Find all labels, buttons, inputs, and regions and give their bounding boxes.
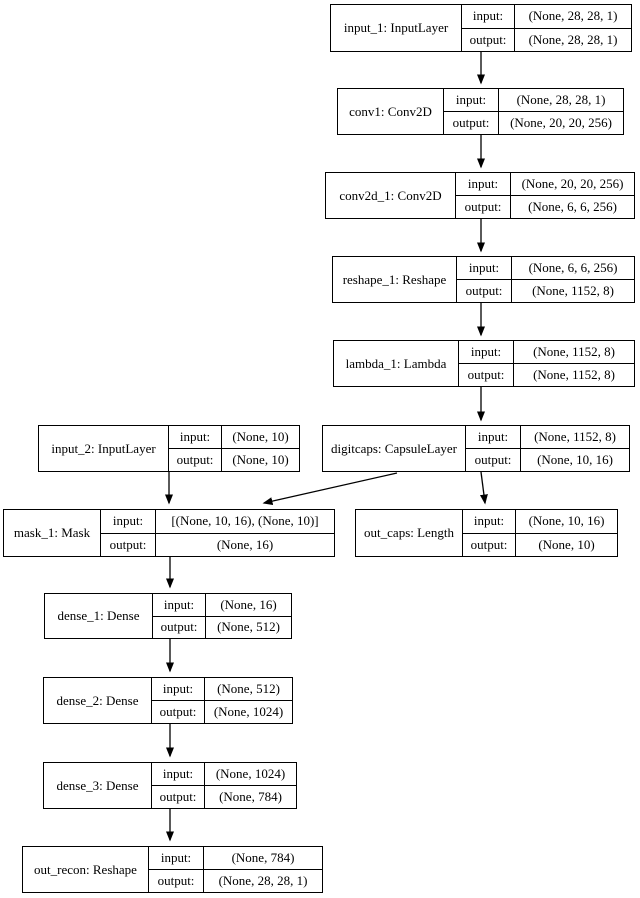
output-shape: (None, 10) [538, 536, 595, 552]
node-conv1: conv1: Conv2D input: output: (None, 28, … [337, 88, 624, 135]
output-label: output: [464, 199, 502, 214]
input-shape: (None, 1152, 8) [521, 426, 629, 449]
output-label: output: [467, 367, 505, 382]
node-input_1: input_1: InputLayer input: output: (None… [330, 4, 632, 52]
layer-name: mask_1: Mask [4, 510, 101, 556]
layer-name: lambda_1: Lambda [334, 341, 459, 386]
output-label: output: [157, 873, 195, 888]
node-conv2d_1: conv2d_1: Conv2D input: output: (None, 2… [325, 172, 635, 219]
output-label: output: [470, 536, 508, 552]
node-out_recon: out_recon: Reshape input: output: (None,… [22, 846, 323, 893]
layer-name: conv2d_1: Conv2D [326, 173, 456, 218]
output-shape: (None, 28, 28, 1) [528, 31, 618, 47]
input-shape: (None, 10, 16) [516, 510, 617, 534]
output-shape: (None, 1024) [213, 704, 284, 719]
input-label: input: [444, 89, 498, 112]
input-label: input: [152, 763, 204, 786]
layer-name: out_recon: Reshape [23, 847, 149, 892]
input-shape: (None, 16) [206, 594, 291, 617]
node-input_2: input_2: InputLayer input: output: (None… [38, 425, 300, 472]
input-label: input: [462, 5, 514, 29]
output-shape: (None, 784) [219, 789, 282, 804]
input-shape: [(None, 10, 16), (None, 10)] [156, 510, 334, 534]
input-shape: (None, 1024) [205, 763, 296, 786]
node-mask_1: mask_1: Mask input: output: [(None, 10, … [3, 509, 335, 557]
input-shape: (None, 28, 28, 1) [515, 5, 631, 29]
input-shape: (None, 512) [205, 678, 292, 701]
input-label: input: [457, 257, 511, 280]
input-label: input: [101, 510, 155, 534]
layer-name: input_2: InputLayer [39, 426, 169, 471]
input-label: input: [153, 594, 205, 617]
input-shape: (None, 784) [204, 847, 322, 870]
output-label: output: [469, 31, 507, 47]
layer-name: dense_1: Dense [45, 594, 153, 638]
output-label: output: [176, 452, 214, 467]
edge-digitcaps-out_caps [479, 471, 488, 505]
layer-name: conv1: Conv2D [338, 89, 444, 134]
input-shape: (None, 20, 20, 256) [511, 173, 634, 196]
layer-name: dense_2: Dense [44, 678, 152, 723]
input-shape: (None, 10) [222, 426, 299, 449]
input-label: input: [169, 426, 221, 449]
output-label: output: [452, 115, 490, 130]
input-shape: (None, 6, 6, 256) [512, 257, 634, 280]
output-shape: (None, 10) [232, 452, 289, 467]
output-shape: (None, 1152, 8) [532, 283, 614, 298]
node-digitcaps: digitcaps: CapsuleLayer input: output: (… [322, 425, 630, 472]
output-label: output: [159, 789, 197, 804]
output-label: output: [474, 452, 512, 467]
input-shape: (None, 28, 28, 1) [499, 89, 623, 112]
input-shape: (None, 1152, 8) [514, 341, 634, 364]
input-label: input: [466, 426, 520, 449]
output-label: output: [465, 283, 503, 298]
layer-name: digitcaps: CapsuleLayer [323, 426, 466, 471]
layer-name: out_caps: Length [356, 510, 463, 556]
layer-name: input_1: InputLayer [331, 5, 462, 51]
output-shape: (None, 10, 16) [537, 452, 613, 467]
input-label: input: [456, 173, 510, 196]
node-out_caps: out_caps: Length input: output: (None, 1… [355, 509, 618, 557]
node-lambda_1: lambda_1: Lambda input: output: (None, 1… [333, 340, 635, 387]
output-shape: (None, 28, 28, 1) [218, 873, 308, 888]
output-shape: (None, 6, 6, 256) [528, 199, 617, 214]
input-label: input: [149, 847, 203, 870]
output-shape: (None, 512) [217, 619, 280, 635]
layer-name: dense_3: Dense [44, 763, 152, 808]
node-reshape_1: reshape_1: Reshape input: output: (None,… [332, 256, 635, 303]
output-label: output: [109, 536, 147, 552]
input-label: input: [463, 510, 515, 534]
output-shape: (None, 16) [216, 536, 274, 552]
input-label: input: [152, 678, 204, 701]
node-dense_1: dense_1: Dense input: output: (None, 16)… [44, 593, 292, 639]
node-dense_3: dense_3: Dense input: output: (None, 102… [43, 762, 297, 809]
output-shape: (None, 20, 20, 256) [510, 115, 612, 130]
layer-name: reshape_1: Reshape [333, 257, 457, 302]
input-label: input: [459, 341, 513, 364]
output-label: output: [160, 619, 198, 635]
output-label: output: [159, 704, 197, 719]
output-shape: (None, 1152, 8) [533, 367, 615, 382]
edge-digitcaps-mask_1 [262, 472, 398, 506]
node-dense_2: dense_2: Dense input: output: (None, 512… [43, 677, 293, 724]
